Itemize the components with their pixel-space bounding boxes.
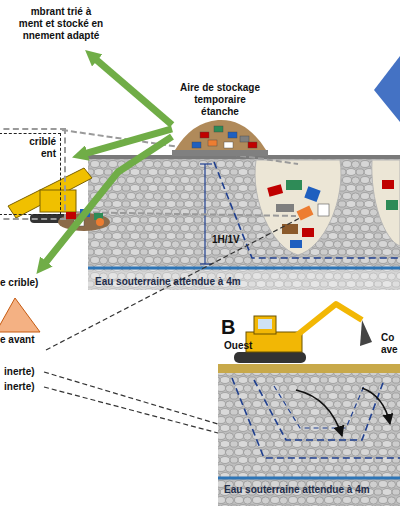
debris (224, 142, 233, 148)
debris (286, 180, 302, 190)
screening-plant (8, 168, 110, 231)
waste-pit (255, 160, 341, 255)
flow-arrow (93, 57, 172, 125)
excavator-body (246, 332, 302, 352)
debris (66, 212, 76, 219)
plant-body (40, 190, 76, 212)
debris (214, 126, 223, 132)
debris (267, 184, 283, 196)
groundwater-line (88, 267, 400, 270)
groundwater-line (218, 477, 400, 480)
groundwater-band (88, 270, 400, 290)
ground-block (88, 158, 400, 290)
debris (192, 142, 201, 148)
node-text: Aire de stockage temporaire étanche (176, 82, 264, 118)
flow-arrow (43, 137, 172, 267)
pile-triangle (0, 298, 40, 332)
annotation: Eau souterraine attendue à 4m (224, 484, 370, 496)
excavation-limit (232, 378, 400, 458)
debris (276, 204, 294, 212)
excavation-limit (274, 386, 364, 428)
debris (96, 218, 104, 226)
flow-arrow (82, 129, 172, 155)
panel-letter: B (221, 316, 235, 338)
debris (200, 132, 209, 138)
waste-debris (267, 180, 329, 248)
mound-shape (170, 82, 270, 160)
storage-mound: Aire de stockage temporaire étanche (170, 82, 270, 160)
excavation-limit (214, 162, 400, 258)
conveyor (8, 168, 92, 218)
slope-dimension: 1H/1V (212, 234, 240, 246)
excavator-boom (296, 304, 362, 336)
debris (302, 228, 314, 237)
blue-diamond (374, 56, 400, 122)
debris (382, 180, 394, 189)
sealed-slab (172, 150, 268, 156)
process-box: criblé ent (0, 128, 66, 220)
waste-pit (372, 160, 400, 246)
material-pile: e avant (0, 294, 44, 346)
excavator-cab (254, 316, 276, 334)
ground-block (218, 372, 400, 506)
excavator (234, 304, 372, 363)
excavator-tracks (234, 352, 306, 363)
debris (290, 240, 302, 248)
debris (297, 206, 314, 221)
annotation: Eau souterraine attendue à 4m (95, 276, 241, 288)
node-text: mbrant trié à ment et stocké en nnement … (18, 6, 104, 42)
debris (248, 142, 257, 148)
debris (80, 209, 90, 217)
annotation: Co ave (381, 332, 398, 356)
leader-line (44, 372, 238, 430)
text-block: mbrant trié à ment et stocké en nnement … (18, 6, 104, 48)
text-block: e crible) (0, 277, 52, 291)
debris (208, 140, 217, 146)
debris (304, 186, 320, 202)
node-text: e avant (0, 334, 34, 346)
annotation: inerte) (4, 381, 35, 393)
dimension-tick (200, 163, 212, 164)
excavator-window (258, 319, 272, 329)
annotation: Ouest (224, 340, 252, 352)
node-text: criblé ent (29, 136, 56, 160)
debris (228, 132, 237, 138)
debris (74, 220, 84, 226)
leader-line (46, 218, 300, 350)
excavator-bucket (360, 320, 372, 346)
backfill-arrow (362, 388, 390, 424)
backfill-arrow (296, 390, 342, 436)
soil-mound (175, 120, 266, 150)
node-text: e crible) (0, 277, 52, 289)
annotation: inerte) (4, 366, 35, 378)
debris (240, 136, 249, 142)
debris (386, 200, 398, 210)
topsoil-layer (218, 364, 400, 373)
debris (318, 204, 329, 216)
